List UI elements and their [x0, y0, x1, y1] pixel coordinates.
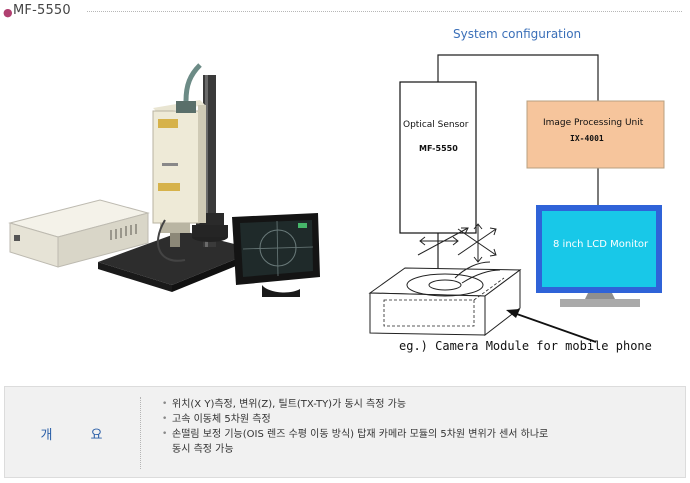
summary-panel: 개 요 위치(X Y)측정, 변위(Z), 틸트(TX-TY)가 동시 측정 가…: [4, 386, 686, 478]
summary-heading-char: 개: [40, 427, 55, 443]
summary-item: 위치(X Y)측정, 변위(Z), 틸트(TX-TY)가 동시 측정 가능: [162, 397, 677, 412]
lcd-monitor-box: [536, 205, 662, 307]
optical-sensor-box: [399, 81, 477, 234]
controller-unit-image: [8, 199, 150, 268]
support-column-image: [192, 75, 228, 247]
title-divider: [87, 11, 682, 12]
summary-item: 손떨림 보정 기능(OIS 렌즈 수평 이동 방식) 탑재 카메라 모듈의 5차…: [162, 427, 677, 442]
example-caption: eg.) Camera Module for mobile phone: [399, 339, 652, 353]
page-title: MF-5550: [13, 3, 71, 18]
title-bullet-icon: ●: [3, 6, 13, 19]
summary-heading: 개 요: [5, 387, 140, 479]
lcd-monitor-label: 8 inch LCD Monitor: [553, 239, 649, 250]
summary-heading-char: 요: [90, 427, 105, 443]
lcd-monitor-image: [232, 213, 320, 297]
optical-sensor-label: Optical Sensor: [403, 120, 469, 130]
cable-image: [156, 219, 186, 262]
camera-module-box: [368, 267, 522, 337]
optical-sensor-image: [152, 63, 206, 247]
summary-divider: [140, 397, 141, 469]
image-processing-unit-box: [526, 100, 665, 169]
title-bar: ● MF-5550: [0, 0, 690, 24]
image-processing-unit-label: Image Processing Unit: [543, 118, 644, 128]
lens-module: [406, 261, 501, 297]
summary-list: 위치(X Y)측정, 변위(Z), 틸트(TX-TY)가 동시 측정 가능 고속…: [162, 397, 677, 457]
system-diagram: [368, 54, 665, 343]
motion-axes-arrows: [417, 223, 497, 263]
sensor-ipu-connection: [437, 54, 599, 101]
camera-module-inner: [383, 277, 505, 327]
image-processing-unit-model: IX-4001: [570, 134, 604, 143]
optical-sensor-model: MF-5550: [419, 144, 458, 153]
summary-item: 고속 이동체 5차원 측정: [162, 412, 677, 427]
diagram-title: System configuration: [453, 27, 582, 41]
summary-item-continuation: 동시 측정 가능: [172, 444, 234, 455]
pointer-arrow: [506, 309, 597, 343]
product-photo: [8, 63, 320, 297]
